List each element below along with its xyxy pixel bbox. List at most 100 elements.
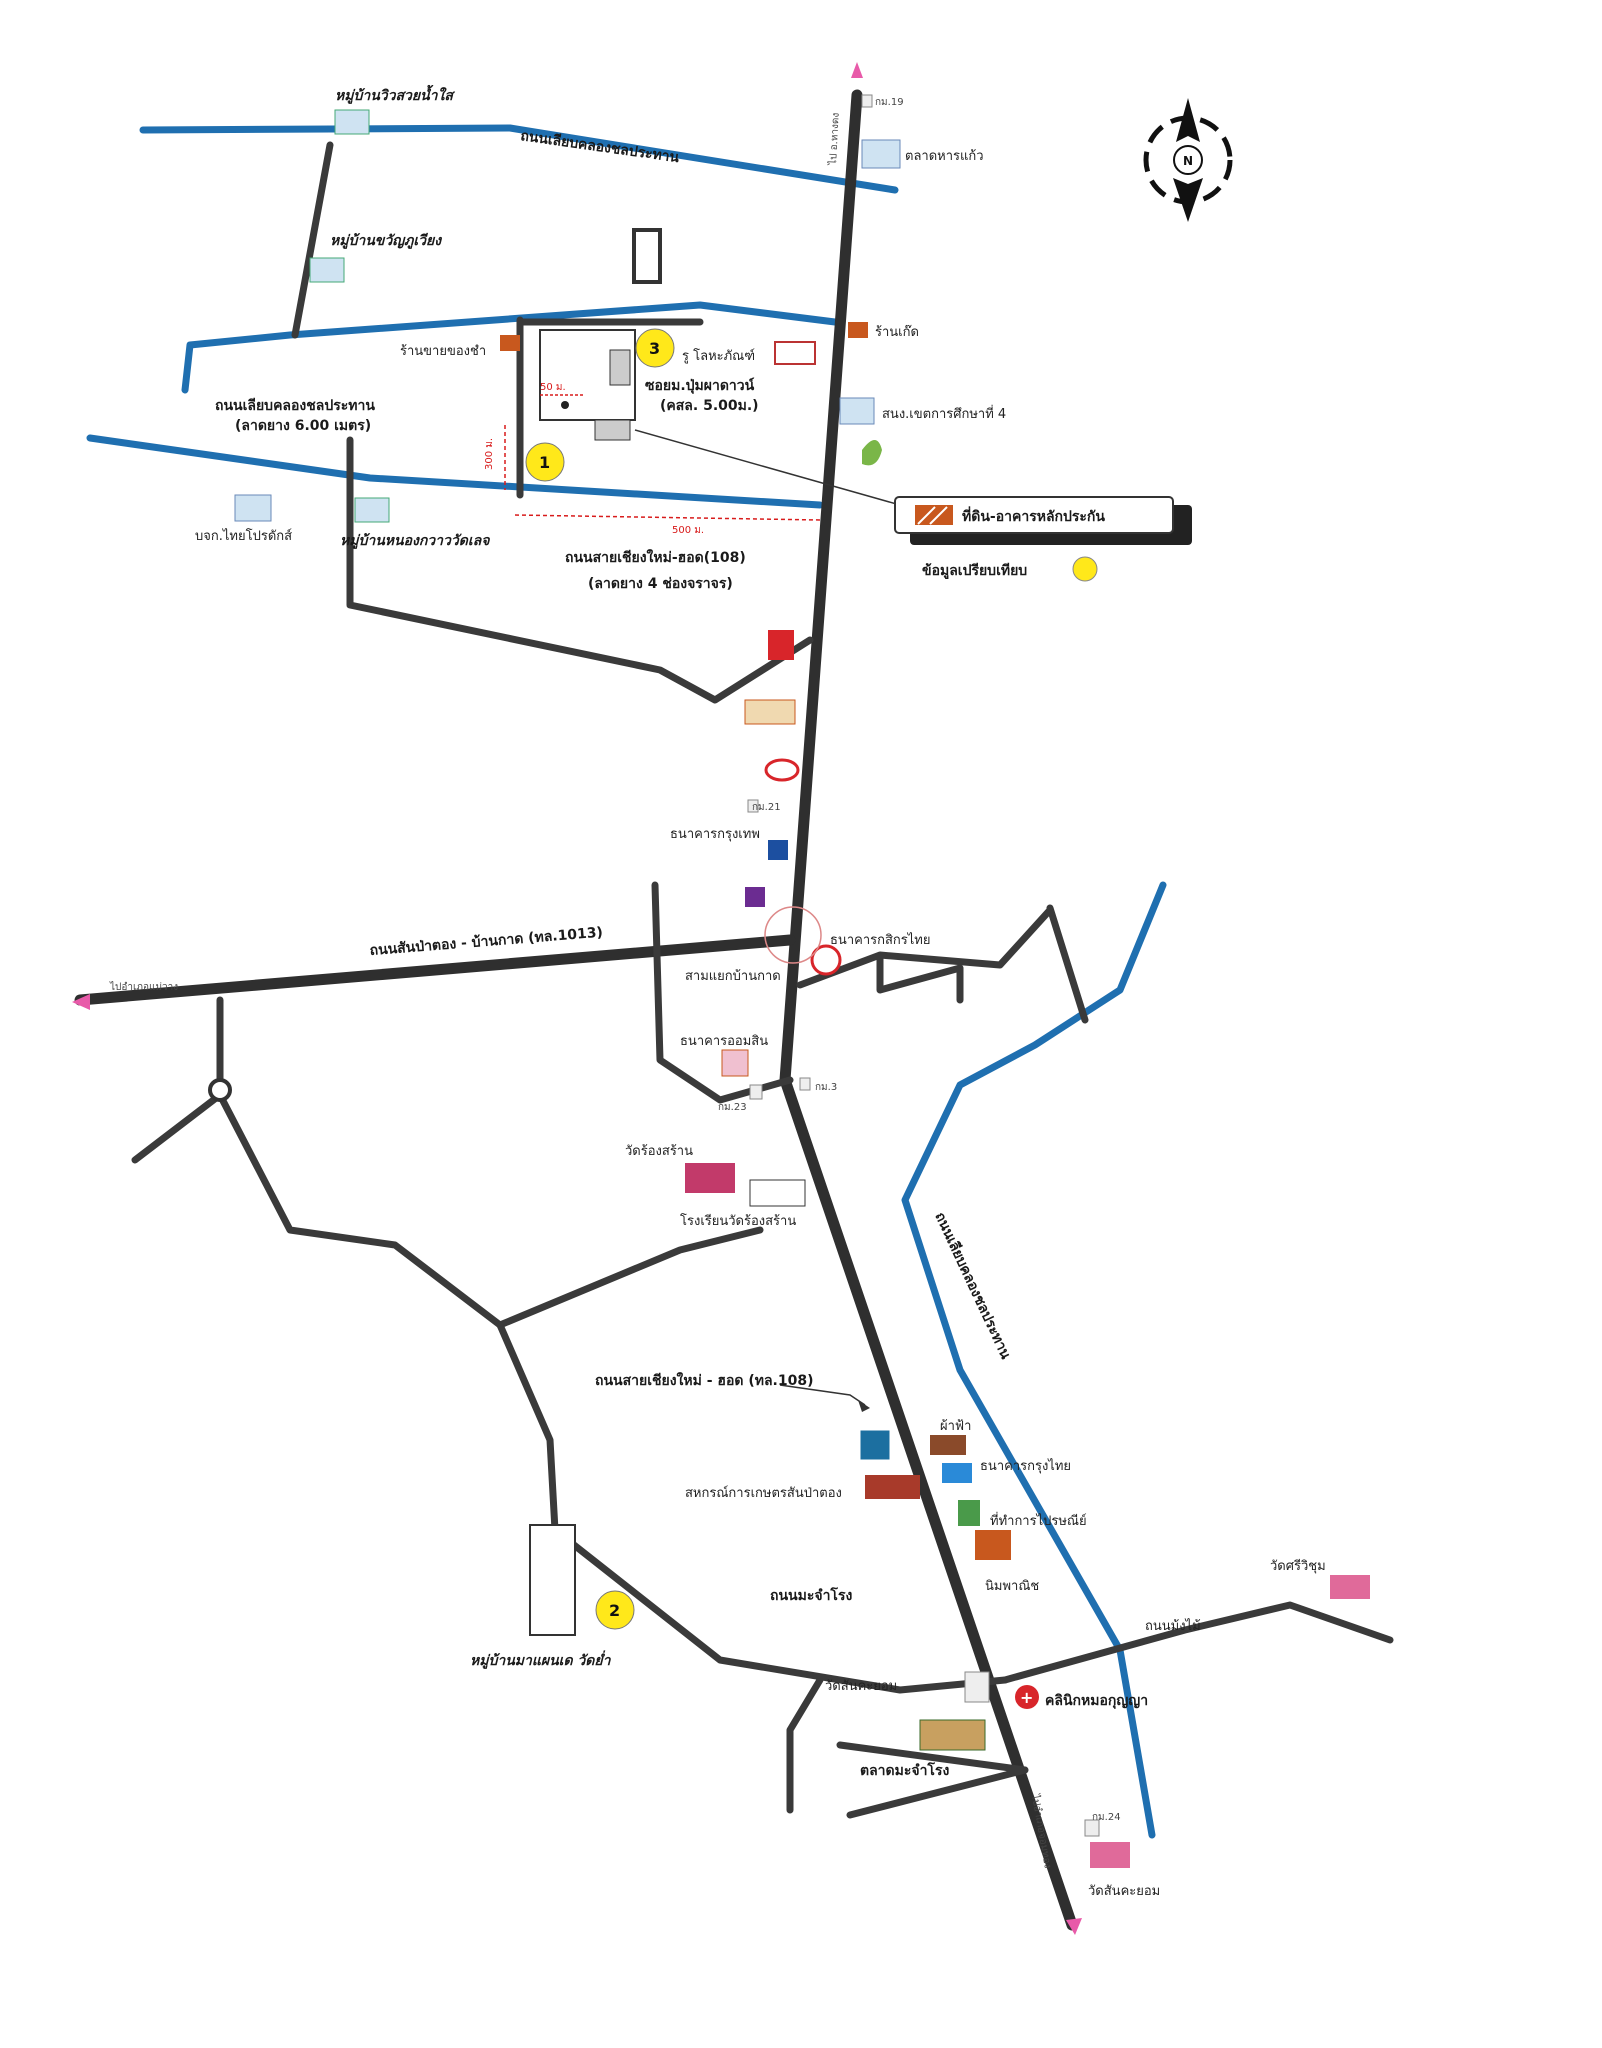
road-west-2 — [216, 1091, 504, 1329]
legend: ที่ดิน-อาคารหลักประกัน ข้อมูลเปรียบเทียบ — [894, 496, 1192, 582]
legend-collateral: ที่ดิน-อาคารหลักประกัน — [962, 506, 1105, 525]
distance-500: 500 ม. — [672, 525, 704, 536]
cooperative-building-icon — [865, 1475, 920, 1499]
arrow-top-icon — [851, 62, 863, 78]
km21-sign-icon — [747, 799, 759, 813]
labels: หมู่บ้านวิวสวยน้ำใส ถนนเลียบคลองชลประทาน… — [109, 84, 1326, 1899]
site-plan: 50 ม. 300 ม. 500 ม. — [484, 329, 901, 536]
village-bottom-icon — [529, 1524, 576, 1636]
label-junction: สามแยกบ้านกาด — [685, 969, 781, 984]
compass: N — [1143, 98, 1233, 222]
pointer-line — [634, 429, 901, 506]
label-clinic: คลินิกหมอกุญญา — [1045, 1693, 1148, 1709]
label-nim: นิมพาณิช — [985, 1579, 1039, 1594]
arrow-bottom-icon — [1066, 1918, 1082, 1935]
marker-3-icon — [635, 328, 675, 368]
road-bank-area — [796, 906, 1054, 989]
label-school-rong: โรงเรียนวัดร้องสร้าน — [680, 1213, 796, 1229]
site-building-2 — [594, 419, 631, 441]
market-bottom-icon — [919, 1719, 986, 1751]
label-company: บจก.ไทยโปรดักส์ — [195, 528, 292, 544]
bangkok-bank-icon — [768, 840, 788, 860]
label-office: สนง.เขตการศึกษาที่ 4 — [882, 405, 1006, 422]
village-khwan-icon — [309, 257, 345, 283]
canal-lower — [86, 434, 824, 509]
road-east-junction — [876, 954, 964, 1004]
office-icon — [839, 397, 875, 425]
label-market-bottom: ตลาดมะจำโรง — [860, 1761, 949, 1779]
label-village-top: หมู่บ้านวิวสวยน้ำใส — [335, 84, 455, 104]
marker3-building-icon — [774, 341, 816, 365]
svg-text:+: + — [1020, 1688, 1033, 1707]
road-market-loop — [836, 1741, 1029, 1819]
road-west-1 — [131, 996, 224, 1164]
village-top-icon — [334, 109, 370, 135]
distance-300: 300 ม. — [484, 438, 495, 470]
label-shop-right: ร้านเก๊ด — [875, 325, 919, 340]
compass-letter: N — [1183, 154, 1193, 168]
label-soi: ซอยม.ปุ่มผาดาวน์ — [645, 377, 755, 394]
scb-bank-icon — [745, 887, 765, 907]
nim-shop-icon — [975, 1530, 1011, 1560]
gsb-bank-icon — [721, 1049, 749, 1077]
road-west-4 — [496, 1321, 1009, 1694]
site-building-1 — [609, 349, 631, 386]
km24-sign-icon — [1084, 1819, 1100, 1837]
shop-left-icon — [500, 335, 520, 351]
shop-right-icon — [848, 322, 868, 338]
compass-north-icon — [1176, 98, 1200, 142]
label-canal-road-top: ถนนเลียบคลองชลประทาน — [519, 128, 680, 166]
label-shop-left: ร้านขายของชำ — [400, 344, 486, 359]
label-bank-bangkok: ธนาคารกรุงเทพ — [670, 827, 760, 842]
markers: 1 2 3 — [525, 328, 675, 1630]
canals — [86, 124, 1167, 1839]
label-bank-krungthai: ธนาคารกรุงไทย — [980, 1458, 1071, 1474]
label-village-khwan: หมู่บ้านขวัญภูเวียง — [330, 232, 442, 249]
clinic-icon — [1015, 1685, 1039, 1709]
building-orange-icon — [744, 699, 796, 725]
cooperative-logo-icon — [859, 1429, 891, 1461]
shop-mid-icon — [930, 1435, 966, 1455]
label-temple-right: วัดศรีวิชุม — [1270, 1558, 1326, 1574]
legend-box — [894, 496, 1174, 534]
company-icon — [234, 494, 272, 522]
label-canal-road-left-sub: (ลาดยาง 6.00 เมตร) — [235, 418, 371, 434]
bcp-logo-icon — [862, 440, 882, 466]
temple-right-icon — [1330, 1575, 1370, 1599]
hotel-red-icon — [768, 630, 794, 660]
label-canal-road-left: ถนนเลียบคลองชลประทาน — [215, 398, 375, 414]
label-village-bottom: หมู่บ้านมาแผนเด วัดย่ำ — [470, 1650, 612, 1669]
dimension-500 — [514, 514, 821, 521]
building-block — [632, 228, 662, 284]
road-south-branch — [786, 1676, 824, 1814]
label-road-makhamrong: ถนนมะจำโรง — [770, 1586, 852, 1604]
label-temple-san-bottom: วัดสันคะยอม — [1088, 1884, 1160, 1899]
temple-san-bottom-icon — [1090, 1842, 1130, 1868]
label-to-left: ไปอำเภอแม่วาง — [109, 981, 178, 993]
village-nong-icon — [354, 497, 390, 523]
canal-top — [139, 124, 899, 194]
marker-3-label: 3 — [649, 339, 660, 358]
label-km3: กม.3 — [815, 1082, 837, 1093]
market-top-icon — [861, 139, 901, 169]
label-to-bottom: ไปอำเภอจอมทอง — [1029, 1792, 1054, 1869]
landmarks: + — [234, 94, 1370, 1868]
site-dot — [561, 401, 569, 409]
label-km19: กม.19 — [875, 97, 904, 108]
label-highway-top-sub: (ลาดยาง 4 ช่องจราจร) — [588, 576, 733, 592]
road-lower-loop — [346, 436, 814, 704]
kasikorn-bank-icon — [810, 944, 842, 976]
label-bank-gsb: ธนาคารออมสิน — [680, 1034, 768, 1049]
post-office-icon — [958, 1500, 980, 1526]
label-km21: กม.21 — [752, 802, 781, 813]
roundabout — [208, 1078, 232, 1102]
label-post-office: ที่ทำการไปรษณีย์ — [990, 1512, 1087, 1529]
arrow-left-icon — [72, 994, 90, 1010]
label-highway-top: ถนนสายเชียงใหม่-ฮอด(108) — [565, 548, 746, 566]
label-to-top: ไป อ.หางดง — [827, 112, 842, 166]
label-road-right: ถนนม้งไม้ — [1145, 1618, 1201, 1634]
legend-comparison: ข้อมูลเปรียบเทียบ — [922, 563, 1027, 579]
label-marker3: รู โลหะภัณฑ์ — [682, 348, 755, 364]
temple-san-icon — [964, 1671, 990, 1703]
